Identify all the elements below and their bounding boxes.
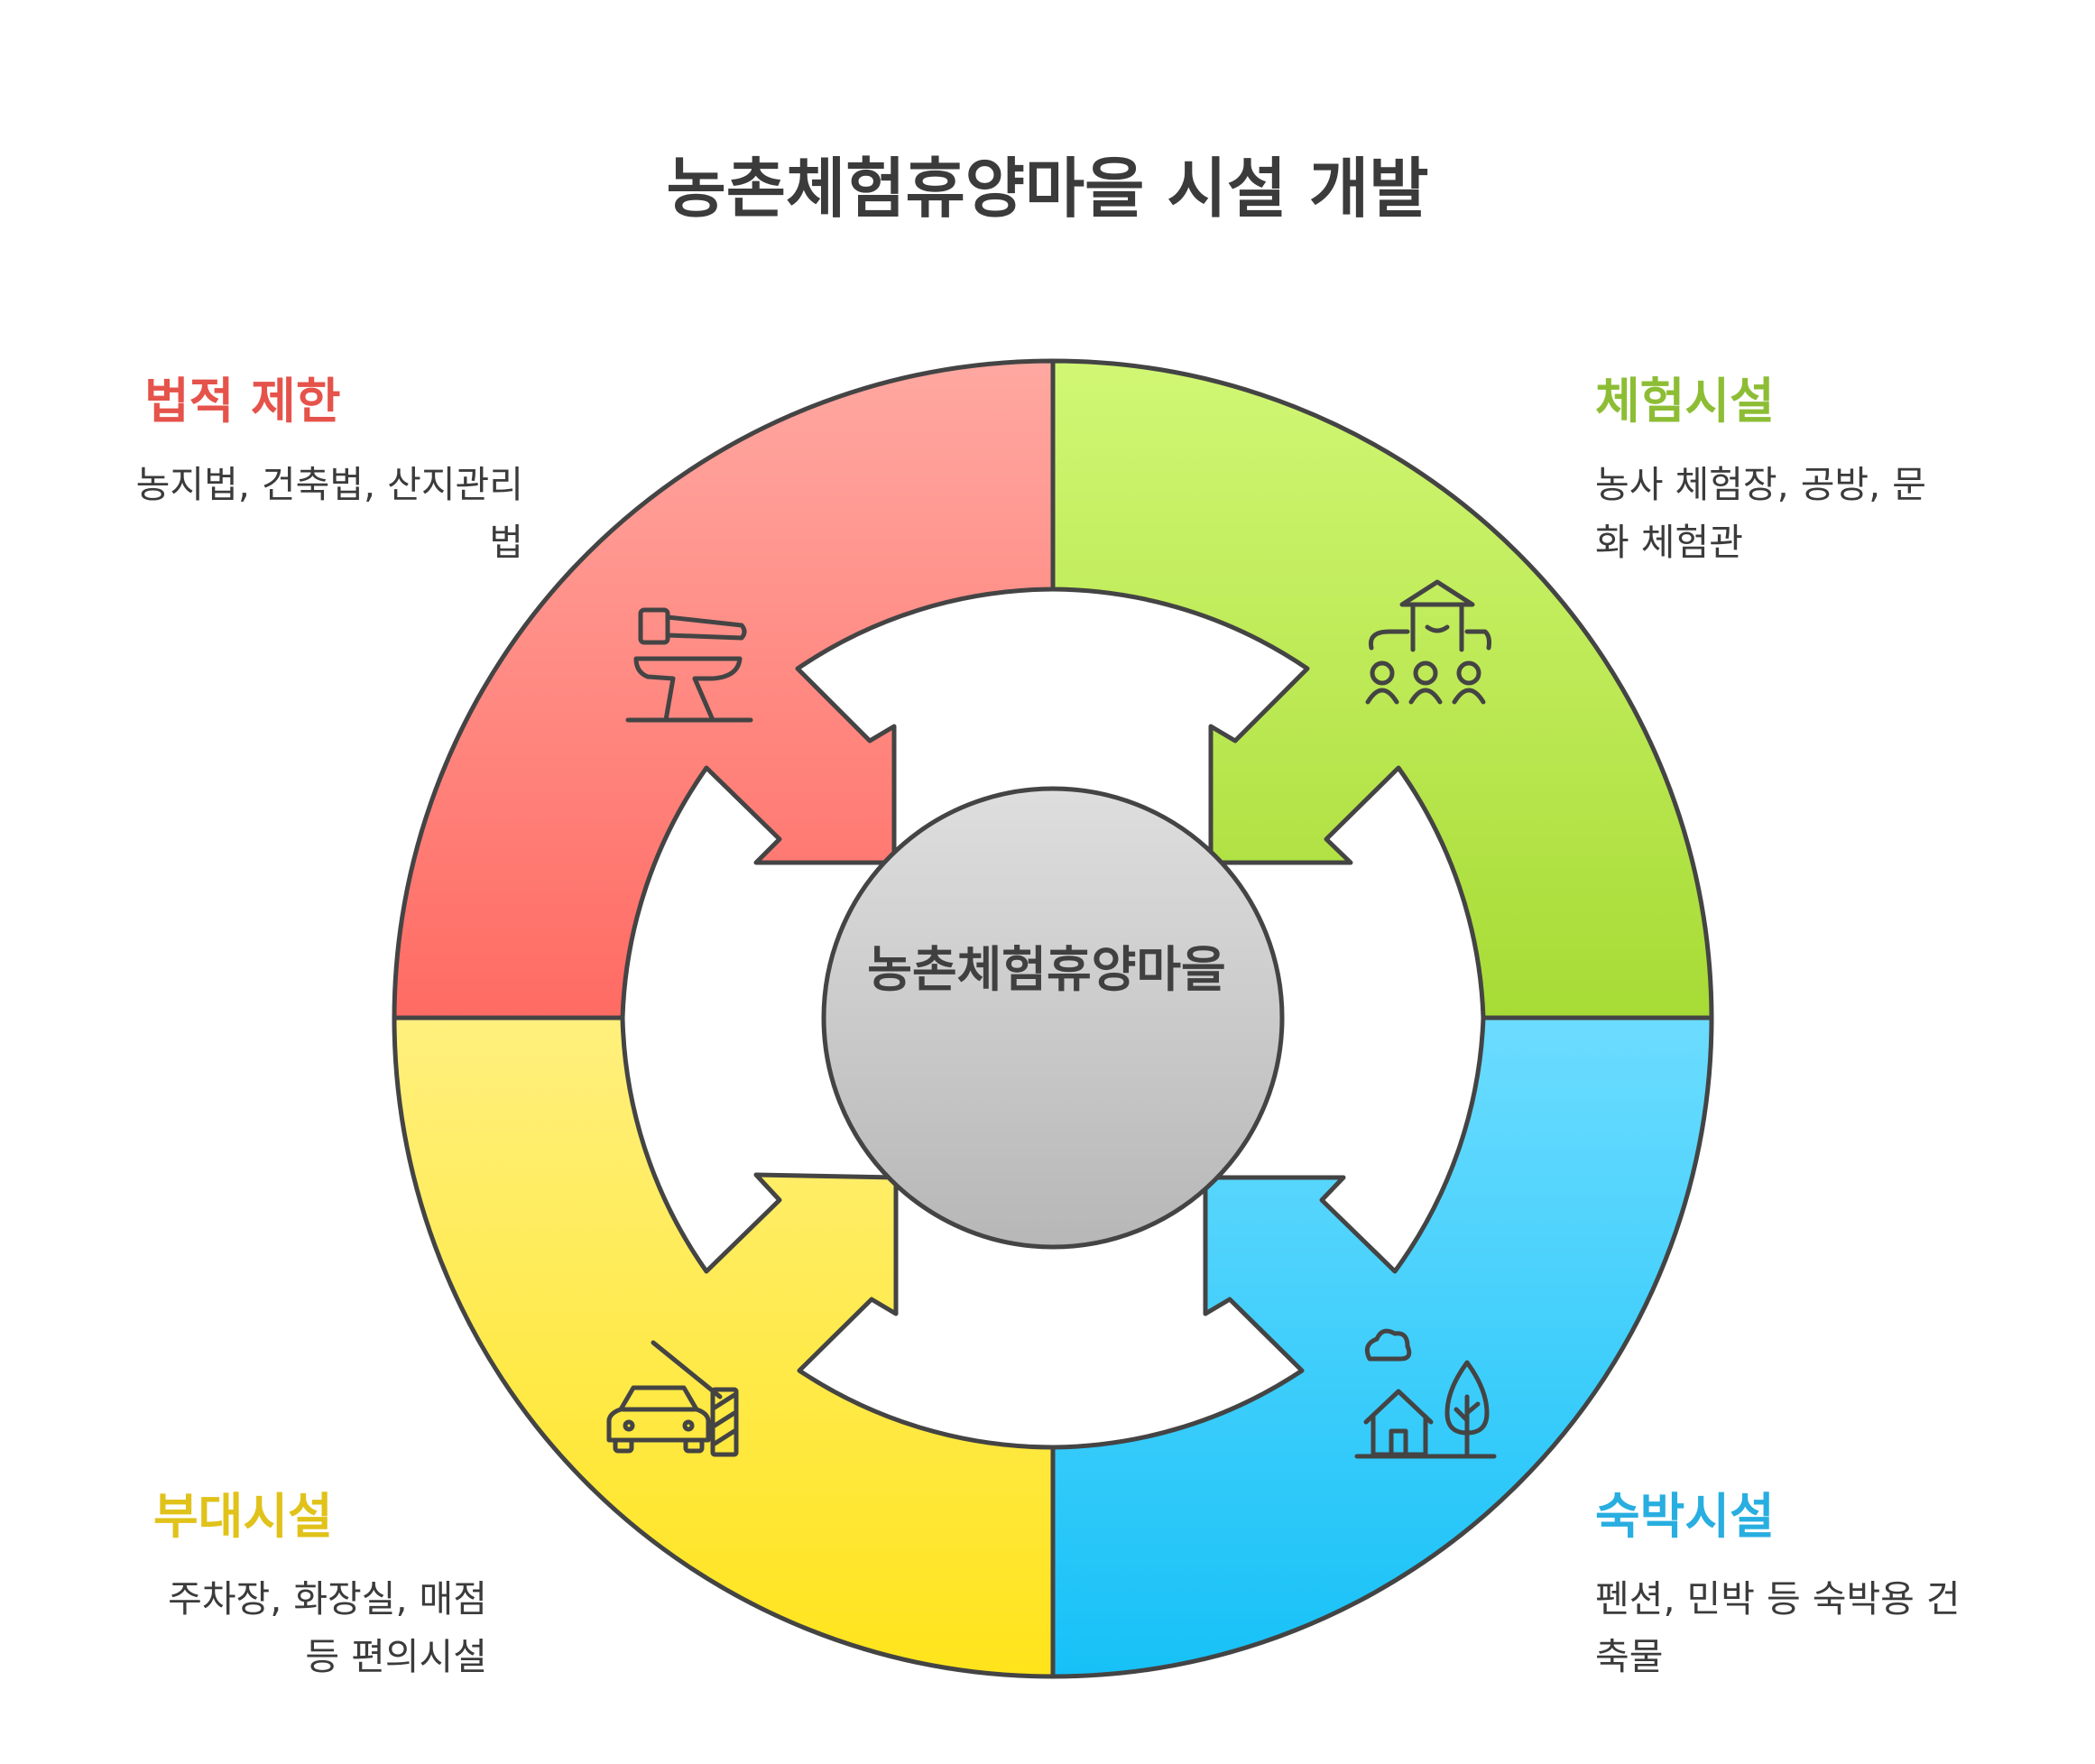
village-people-icon <box>1365 579 1491 705</box>
legal-title: 법적 제한 <box>144 373 341 429</box>
hammer-anvil-icon <box>625 607 753 723</box>
legal-desc: 농지법, 건축법, 산지관리법 <box>135 463 523 564</box>
lodging-desc: 펜션, 민박 등 숙박용 건축물 <box>1595 1577 1961 1678</box>
experience-desc: 농사 체험장, 공방, 문화 체험관 <box>1595 463 1926 564</box>
house-tree-icon <box>1354 1328 1497 1459</box>
center-label: 농촌체험휴양마을 <box>867 941 1226 998</box>
segment-auxiliary <box>392 1015 1056 1679</box>
experience-title: 체험시설 <box>1595 373 1775 429</box>
diagram-title: 농촌체험휴양마을 시설 개발 <box>666 151 1429 226</box>
car-parking-barrier-icon <box>606 1340 739 1457</box>
center-circle <box>821 786 1285 1250</box>
segment-lodging <box>1050 1015 1714 1679</box>
auxiliary-desc: 주차장, 화장실, 매점 등 편의시설 <box>168 1577 487 1678</box>
lodging-title: 숙박시설 <box>1595 1488 1775 1545</box>
auxiliary-title: 부대시설 <box>153 1488 333 1545</box>
segment-legal <box>392 358 1056 1021</box>
